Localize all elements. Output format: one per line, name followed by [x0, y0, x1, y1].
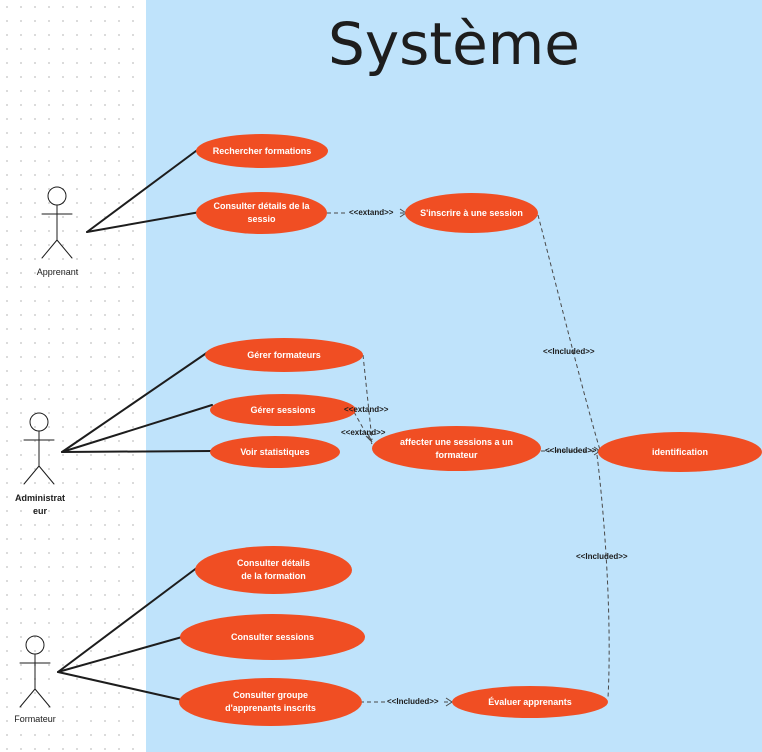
use-case-sinscrire-session[interactable]: S'inscrire à une session [405, 193, 538, 233]
relation-label-included: <<Included>> [576, 552, 628, 561]
system-title: Système [328, 10, 580, 78]
use-case-gerer-formateurs[interactable]: Gérer formateurs [205, 338, 363, 372]
use-case-consulter-groupe-line1: Consulter groupe [232, 690, 308, 700]
use-case-affecter-session-formateur[interactable]: affecter une sessions a un formateur [372, 426, 541, 471]
relation-label-included: <<Included>> [543, 347, 595, 356]
relation-label-extand: <<extand>> [349, 208, 394, 217]
use-case-evaluer-apprenants[interactable]: Évaluer apprenants [452, 686, 608, 718]
use-case-rechercher-formations[interactable]: Rechercher formations [196, 134, 328, 168]
use-case-consulter-details-formation-line2: de la formation [241, 571, 306, 581]
actor-administrateur-figure [23, 412, 55, 485]
use-case-consulter-sessions[interactable]: Consulter sessions [180, 614, 365, 660]
relation-label-included: <<Included>> [545, 446, 597, 455]
actor-label-administrateur-line1: Administrat [14, 493, 65, 503]
actor-label-formateur: Formateur [14, 714, 56, 724]
use-case-consulter-details-formation[interactable]: Consulter détails de la formation [195, 546, 352, 594]
actor-label-apprenant: Apprenant [36, 267, 79, 277]
use-case-consulter-details-session-line1: Consulter détails de la [213, 201, 310, 211]
use-case-consulter-groupe-line2: d'apprenants inscrits [225, 703, 316, 713]
actor-label-administrateur: Administrat eur [5, 492, 75, 518]
actor-formateur-figure [19, 635, 51, 708]
relation-label-extand: <<extand>> [344, 405, 389, 414]
relation-label-included: <<Included>> [387, 697, 439, 706]
use-case-gerer-sessions[interactable]: Gérer sessions [210, 394, 356, 426]
use-case-consulter-details-session-line2: sessio [247, 214, 276, 224]
use-case-consulter-details-session[interactable]: Consulter détails de la sessio [196, 192, 327, 234]
use-case-identification[interactable]: identification [598, 432, 762, 472]
use-case-affecter-session-line2: formateur [435, 449, 478, 460]
use-case-affecter-session-line1: affecter une sessions a un [399, 436, 514, 447]
use-case-voir-statistiques[interactable]: Voir statistiques [210, 436, 340, 468]
actor-label-administrateur-line2: eur [32, 506, 47, 516]
relation-label-extand: <<extand>> [341, 428, 386, 437]
use-case-consulter-details-formation-line1: Consulter détails [236, 558, 310, 568]
use-case-consulter-groupe-apprenants[interactable]: Consulter groupe d'apprenants inscrits [179, 678, 362, 726]
actor-apprenant-figure [41, 186, 73, 259]
